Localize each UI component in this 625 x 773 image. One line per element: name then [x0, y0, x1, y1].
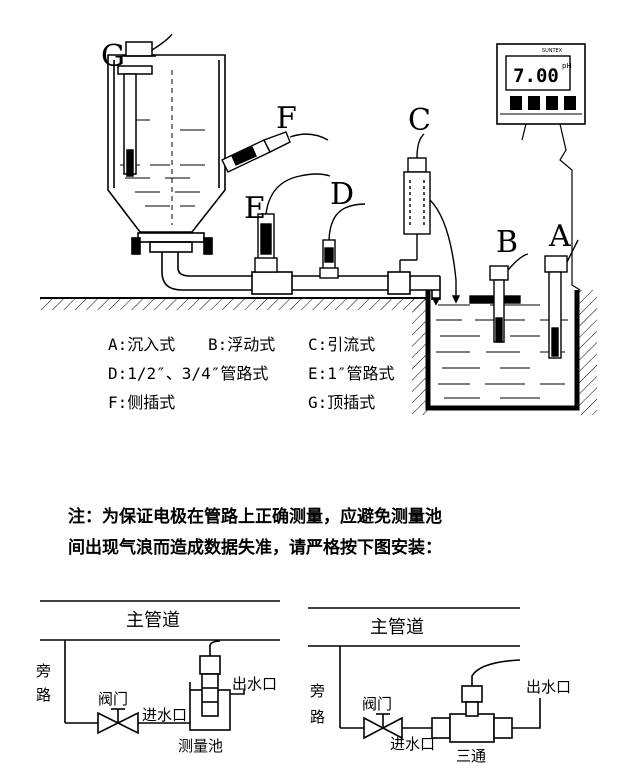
electrode-e-inline [254, 173, 331, 273]
right-bypass-label-1: 旁 [310, 682, 325, 700]
electrode-b-float [469, 253, 529, 343]
left-main-pipe-label: 主管道 [126, 610, 180, 631]
measurement-pool [425, 290, 580, 411]
left-outlet-label: 出水口 [232, 675, 277, 693]
left-scheme-measurement-pool [40, 600, 280, 735]
electrode-f-side-mount [221, 131, 329, 173]
label-a: A [548, 219, 571, 254]
note-line-2: 间出现气浪而造成数据失准，请严格按下图安装： [68, 537, 442, 558]
label-g: G [101, 39, 125, 74]
right-outlet-label: 出水口 [526, 678, 571, 696]
label-d: D [330, 177, 354, 212]
electrode-a-submersion [544, 239, 579, 359]
left-bypass-label-2: 路 [36, 686, 51, 704]
type-legend: A:沉入式 B:浮动式 C:引流式 D:1/2″、3/4″管路式 E:1″管路式… [108, 335, 395, 412]
legend-f: F:侧插式 [108, 393, 175, 412]
ph-meter [496, 43, 586, 291]
meter-reading: 7.00 [513, 65, 559, 87]
label-f: F [276, 101, 297, 136]
left-inlet-label: 进水口 [142, 706, 187, 724]
right-scheme-tee [308, 607, 541, 743]
label-c: C [408, 103, 431, 138]
label-e: E [244, 191, 266, 226]
note-line-1: 注：为保证电极在管路上正确测量，应避免测量池 [68, 506, 442, 527]
electrode-d-inline [319, 203, 366, 279]
legend-e: E:1″管路式 [308, 364, 395, 383]
right-valve-label: 阀门 [362, 695, 392, 713]
electrode-g-top-mount [117, 33, 173, 177]
legend-c: C:引流式 [308, 335, 375, 354]
storage-tank [107, 54, 226, 255]
left-valve-label: 阀门 [98, 690, 128, 708]
left-vessel-label: 测量池 [178, 737, 223, 755]
process-pipe [161, 252, 441, 306]
right-inlet-label: 进水口 [390, 735, 435, 753]
label-b: B [496, 225, 518, 260]
meter-unit: pH [562, 62, 572, 70]
left-bypass-label-1: 旁 [36, 662, 51, 680]
legend-d: D:1/2″、3/4″管路式 [108, 364, 268, 383]
meter-brand: SUNTEX [542, 48, 563, 54]
legend-b: B:浮动式 [208, 335, 275, 354]
right-tee-label: 三通 [456, 747, 486, 765]
top-installation-drawing: SUNTEX 7.00 pH [40, 33, 597, 415]
legend-a: A:沉入式 [108, 335, 175, 354]
right-main-pipe-label: 主管道 [370, 617, 424, 638]
electrode-c-flow [399, 133, 461, 304]
right-bypass-label-2: 路 [310, 708, 325, 726]
installation-note: 注：为保证电极在管路上正确测量，应避免测量池 间出现气浪而造成数据失准，请严格按… [68, 506, 442, 558]
legend-g: G:顶插式 [308, 393, 375, 412]
ground [40, 290, 597, 415]
